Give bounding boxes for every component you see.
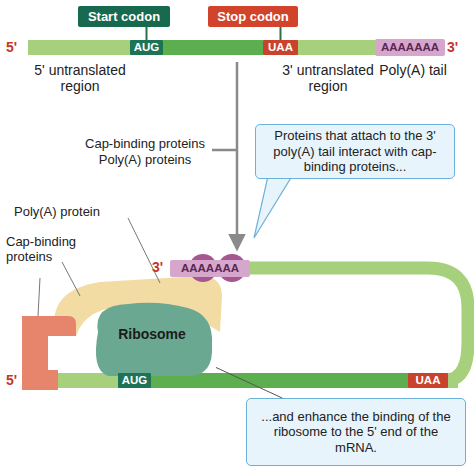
node-text: AUG bbox=[122, 374, 148, 388]
region-label: Poly(A) tail bbox=[378, 62, 448, 78]
ribosome-body bbox=[96, 303, 212, 376]
callout-tail bbox=[254, 176, 292, 238]
stop-codon: UAA bbox=[408, 373, 448, 388]
start-codon: AUG bbox=[118, 373, 151, 388]
leader-line bbox=[62, 262, 80, 296]
connector-line bbox=[280, 27, 282, 40]
start-codon: AUG bbox=[130, 40, 163, 55]
node-text: ...and enhance the binding of the riboso… bbox=[255, 409, 457, 456]
part-label: Poly(A) protein bbox=[14, 205, 134, 220]
end-label: 5' bbox=[6, 372, 28, 388]
part-label: Poly(A) proteins bbox=[75, 153, 215, 168]
node-text: Proteins that attach to the 3' poly(A) t… bbox=[262, 128, 448, 175]
mrna-loop bbox=[250, 268, 468, 380]
node-text: AUG bbox=[134, 41, 160, 55]
mrna-strand bbox=[28, 40, 378, 55]
pointer-arrow bbox=[236, 62, 239, 248]
node-text: UAA bbox=[416, 374, 441, 388]
end-label: 3' bbox=[152, 259, 172, 275]
node-text: Start codon bbox=[88, 9, 160, 25]
stop-codon: UAA bbox=[263, 40, 298, 55]
codon-tag: Start codon bbox=[78, 6, 170, 27]
node-text: AAAAAAA bbox=[381, 41, 439, 55]
node-text: UAA bbox=[268, 41, 293, 55]
leader-line bbox=[38, 278, 40, 316]
part-label: Cap-binding proteins bbox=[75, 137, 215, 152]
connector-line bbox=[146, 27, 148, 40]
end-label: 3' bbox=[447, 39, 471, 55]
part-label: Cap-binding proteins bbox=[6, 235, 101, 265]
pointer-line bbox=[212, 149, 237, 152]
callout-box: Proteins that attach to the 3' poly(A) t… bbox=[255, 124, 455, 179]
region-label: 3' untranslated region bbox=[266, 62, 390, 94]
poly-a-tail: AAAAAAA bbox=[375, 39, 445, 56]
node-text: AAAAAAA bbox=[181, 262, 239, 276]
region-label: 5' untranslated region bbox=[18, 62, 142, 94]
cap-binding-protein bbox=[22, 316, 76, 390]
connector-line bbox=[216, 367, 282, 398]
end-label: 5' bbox=[6, 39, 28, 55]
ribosome-shape: Ribosome bbox=[88, 300, 216, 376]
codon-tag: Stop codon bbox=[208, 6, 298, 27]
callout-box: ...and enhance the binding of the riboso… bbox=[246, 398, 466, 466]
node-text: Stop codon bbox=[217, 9, 289, 25]
poly-a-tail: AAAAAAA bbox=[170, 260, 250, 277]
part-name: Ribosome bbox=[118, 326, 186, 343]
mrna-strand bbox=[28, 373, 458, 388]
coding-region bbox=[163, 40, 263, 55]
